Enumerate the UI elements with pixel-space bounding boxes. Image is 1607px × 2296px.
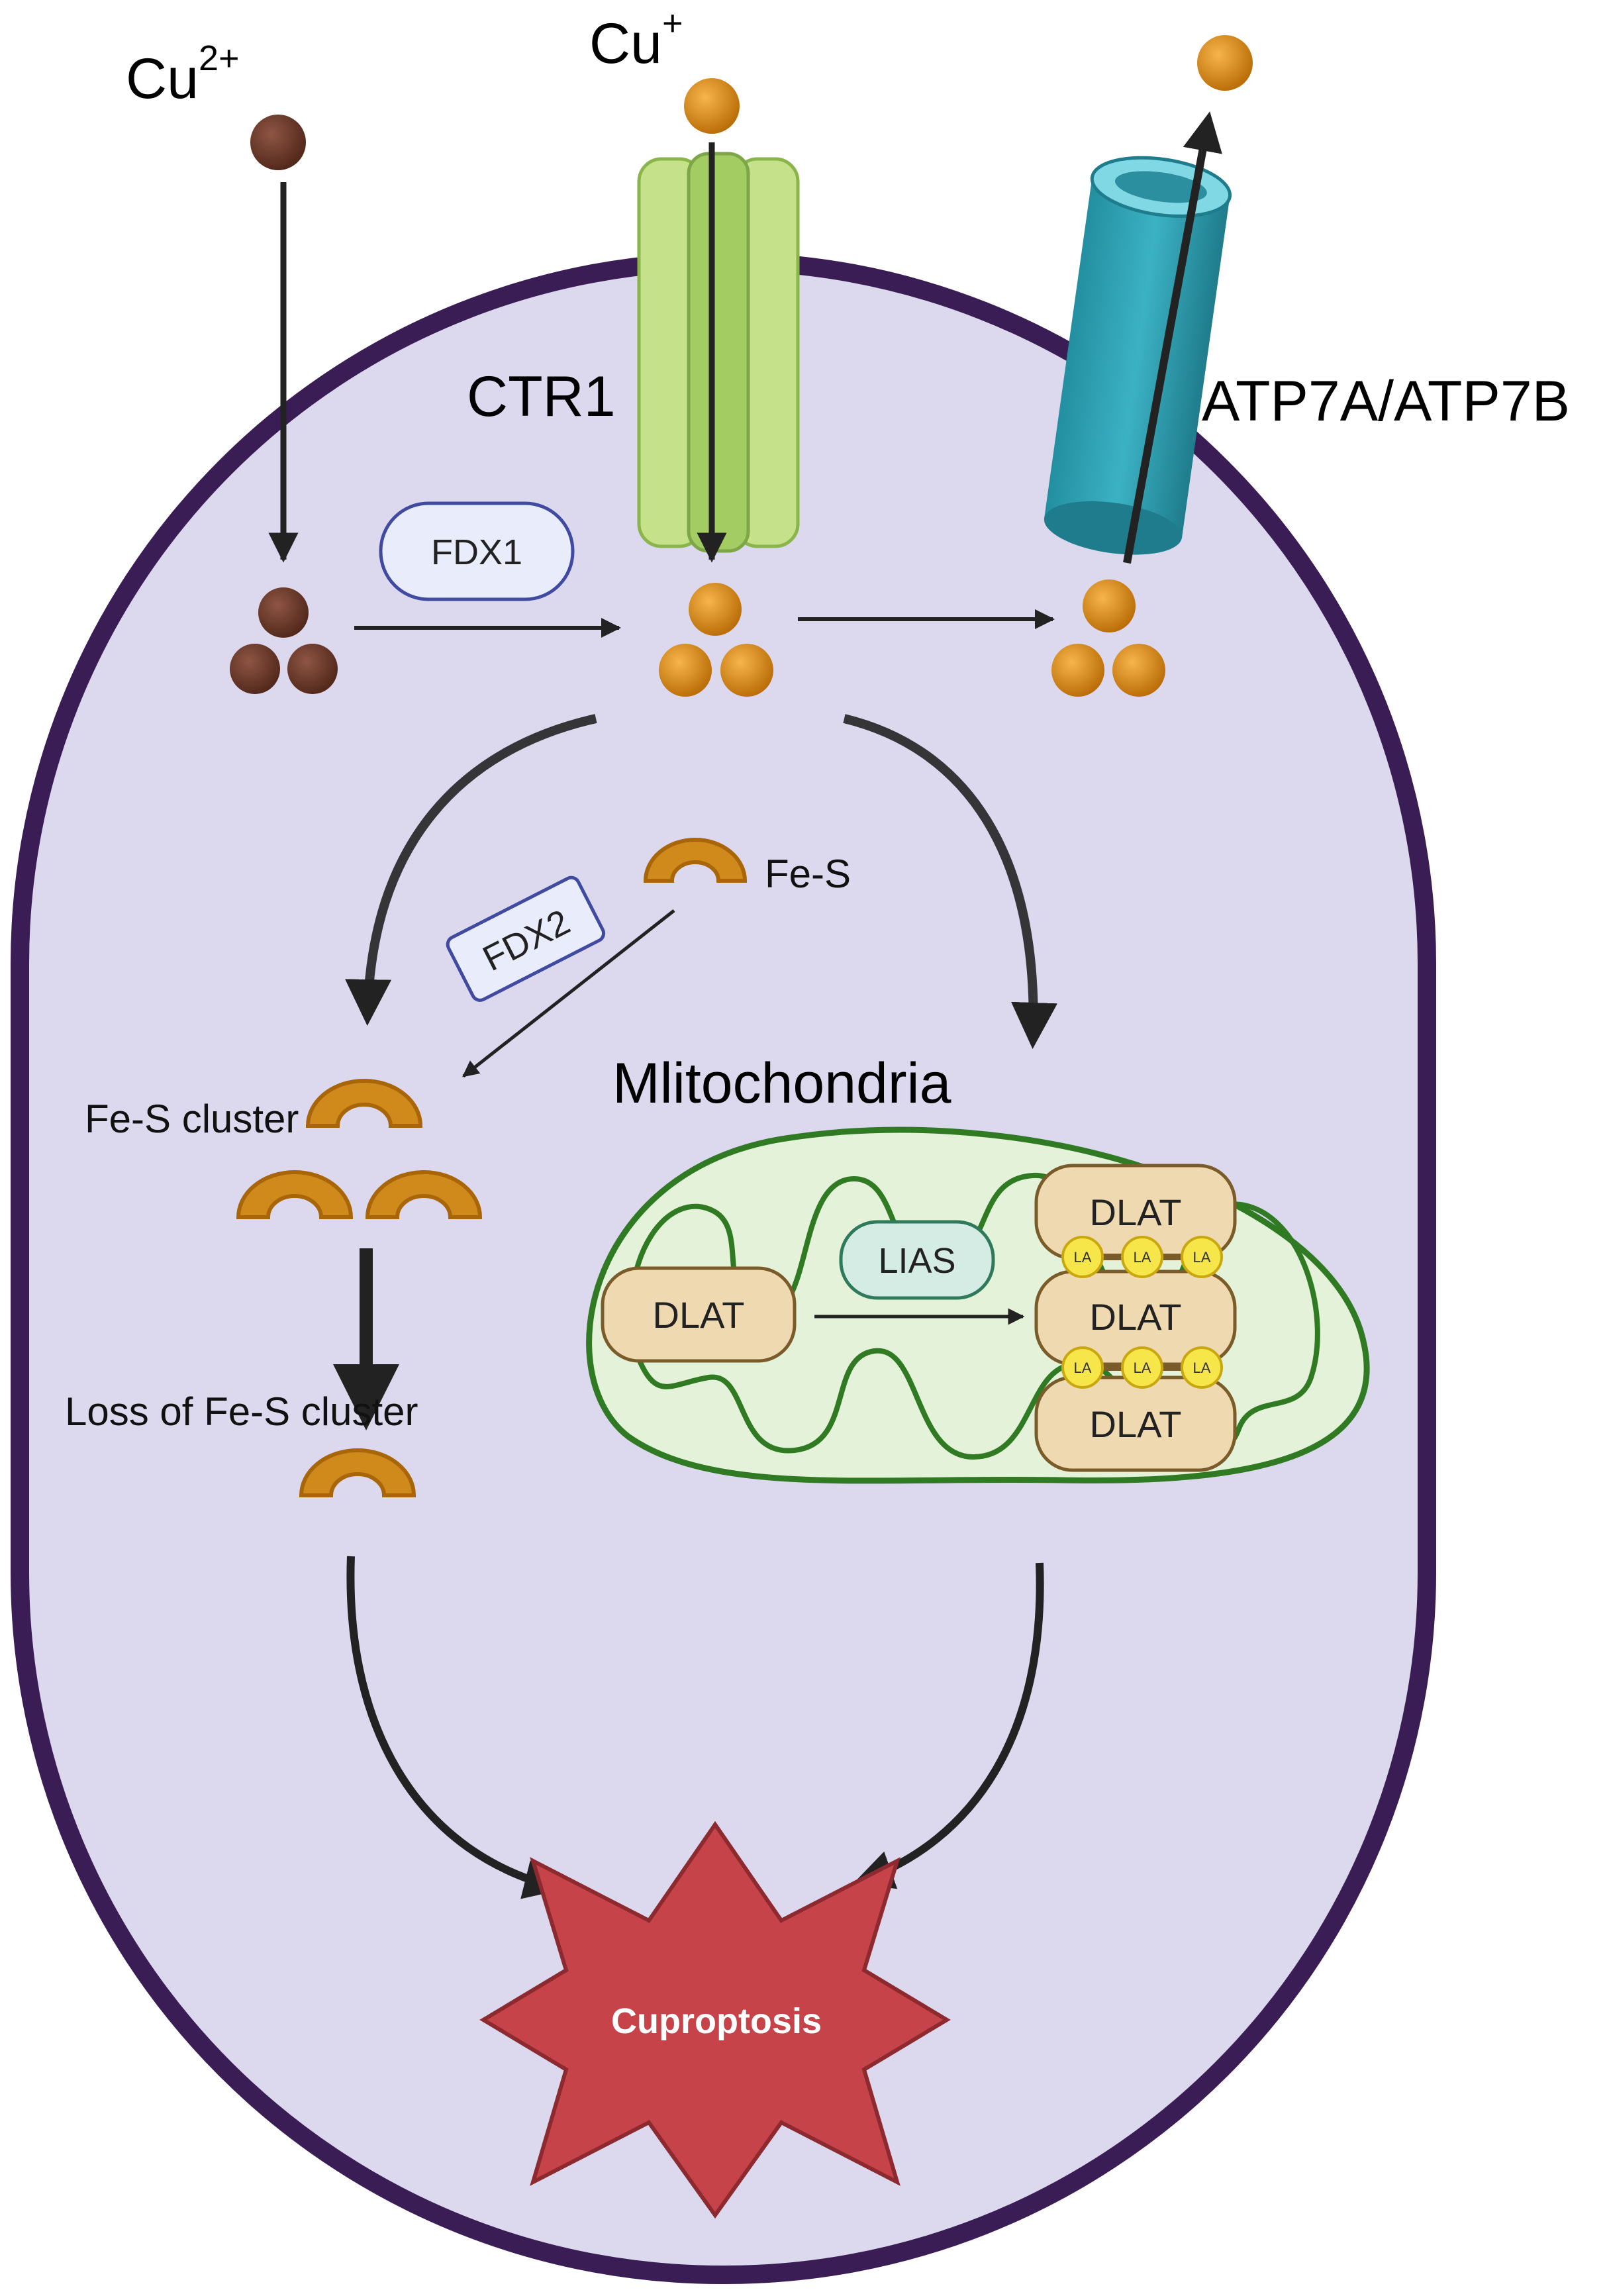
la-dot bbox=[1121, 1346, 1163, 1389]
dlat-label-top: DLAT bbox=[1090, 1191, 1182, 1233]
ctr1-channel bbox=[637, 152, 800, 553]
cu1-effluxed-ion bbox=[1197, 35, 1253, 91]
cu2-ion bbox=[250, 115, 306, 170]
dlat-label-left: DLAT bbox=[653, 1294, 745, 1336]
la-dot bbox=[1121, 1236, 1163, 1278]
dlat-oligomer bbox=[1034, 1164, 1237, 1472]
curve-arrow-to-fes bbox=[345, 714, 597, 1026]
curve-arrow-fes-to-cuproptosis bbox=[346, 1556, 564, 1899]
fes-free-cluster bbox=[643, 838, 748, 883]
fdx2-box: FDX2 bbox=[446, 875, 606, 1002]
dlat-box-left bbox=[601, 1266, 797, 1363]
mitochondria-label: Mlitochondria bbox=[612, 1052, 951, 1115]
lias-box bbox=[839, 1220, 995, 1300]
fdx1-label: FDX1 bbox=[431, 532, 522, 572]
curve-arrow-to-mito bbox=[843, 714, 1057, 1049]
la-dot bbox=[1061, 1346, 1104, 1389]
la-dot bbox=[1181, 1236, 1223, 1278]
dlat-label-bottom: DLAT bbox=[1090, 1403, 1182, 1445]
cu1-ion bbox=[684, 78, 740, 134]
fes-cluster-label: Fe-S cluster bbox=[85, 1097, 299, 1141]
ctr1-label: CTR1 bbox=[467, 365, 616, 428]
cuproptosis-star bbox=[479, 1821, 951, 2219]
loss-fes-label: Loss of Fe-S cluster bbox=[65, 1389, 418, 1434]
la-label: LA bbox=[1074, 1360, 1092, 1376]
la-row-bottom: LA LA LA bbox=[1061, 1346, 1223, 1389]
efflux-arrow bbox=[1123, 111, 1222, 564]
atp7-label: ATP7A/ATP7B bbox=[1202, 370, 1570, 433]
la-label: LA bbox=[1134, 1249, 1151, 1266]
fes-cluster-group bbox=[236, 1079, 483, 1219]
la-dot bbox=[1181, 1346, 1223, 1389]
la-label: LA bbox=[1134, 1360, 1151, 1376]
la-label: LA bbox=[1074, 1249, 1092, 1266]
cu1-cluster-right bbox=[1051, 579, 1165, 697]
fes-label: Fe-S bbox=[765, 852, 851, 896]
la-row-top: LA LA LA bbox=[1061, 1236, 1223, 1278]
cu2-cluster bbox=[230, 587, 338, 694]
la-label: LA bbox=[1193, 1360, 1211, 1376]
curve-arrow-mito-to-cuproptosis bbox=[853, 1562, 1044, 1889]
fdx2-assembly-arrow bbox=[462, 909, 675, 1077]
dlat-label-middle: DLAT bbox=[1090, 1296, 1182, 1338]
la-dot bbox=[1061, 1236, 1104, 1278]
cuproptosis-label: Cuproptosis bbox=[611, 2001, 822, 2041]
cu1-cluster-center bbox=[659, 583, 773, 697]
fes-loss-cluster bbox=[299, 1448, 416, 1497]
lias-label: LIAS bbox=[878, 1241, 955, 1281]
fdx1-box bbox=[379, 501, 575, 601]
la-label: LA bbox=[1193, 1249, 1211, 1266]
cu1-label: Cu+ bbox=[589, 3, 683, 75]
cu2-label: Cu2+ bbox=[126, 38, 240, 111]
